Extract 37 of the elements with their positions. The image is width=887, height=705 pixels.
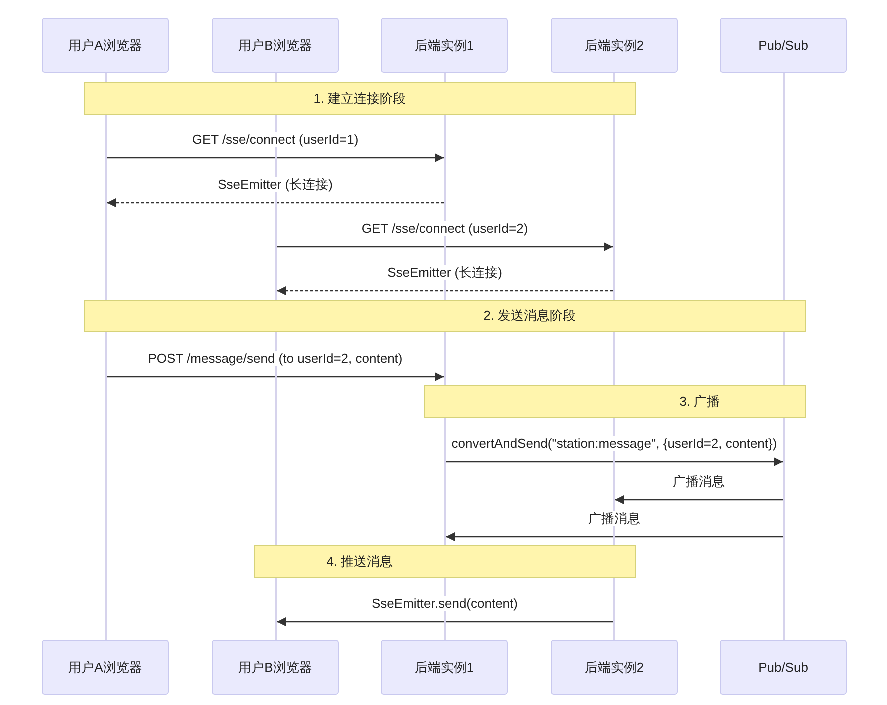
- message-arrow: [615, 496, 783, 504]
- participant-box: 后端实例1: [381, 640, 508, 695]
- phase-note: 1. 建立连接阶段: [84, 82, 636, 115]
- phase-note: 4. 推送消息: [254, 545, 636, 578]
- message-arrow: [107, 372, 444, 382]
- participant-box: Pub/Sub: [720, 640, 847, 695]
- edge-label: GET /sse/connect (userId=2): [360, 221, 530, 236]
- phase-note: 3. 广播: [424, 385, 806, 418]
- participant-box: 用户B浏览器: [212, 18, 339, 73]
- lifeline: [105, 73, 107, 640]
- message-arrow: [446, 532, 783, 542]
- edge-label: SseEmitter.send(content): [370, 596, 520, 611]
- message-arrow: [107, 198, 444, 208]
- edge-label: POST /message/send (to userId=2, content): [146, 351, 405, 366]
- message-arrow: [107, 154, 444, 162]
- lifeline: [444, 73, 446, 640]
- lifeline: [275, 73, 277, 640]
- edge-label: GET /sse/connect (userId=1): [190, 132, 361, 147]
- message-arrow: [446, 458, 783, 466]
- participant-box: 用户B浏览器: [212, 640, 339, 695]
- participant-box: 后端实例1: [381, 18, 508, 73]
- lifeline: [613, 73, 615, 640]
- lifeline: [783, 73, 785, 640]
- participant-box: 后端实例2: [551, 18, 678, 73]
- participant-box: 用户A浏览器: [42, 18, 169, 73]
- message-arrow: [277, 286, 613, 296]
- participant-box: 后端实例2: [551, 640, 678, 695]
- edge-label: 广播消息: [586, 511, 642, 526]
- participant-box: Pub/Sub: [720, 18, 847, 73]
- participant-box: 用户A浏览器: [42, 640, 169, 695]
- message-arrow: [277, 618, 613, 626]
- edge-label: SseEmitter (长连接): [386, 265, 504, 280]
- edge-label: SseEmitter (长连接): [216, 177, 335, 192]
- edge-label: convertAndSend("station:message", {userId=2, content}): [450, 436, 780, 451]
- edge-label: 广播消息: [671, 474, 727, 489]
- message-arrow: [277, 242, 613, 252]
- phase-note: 2. 发送消息阶段: [84, 300, 806, 332]
